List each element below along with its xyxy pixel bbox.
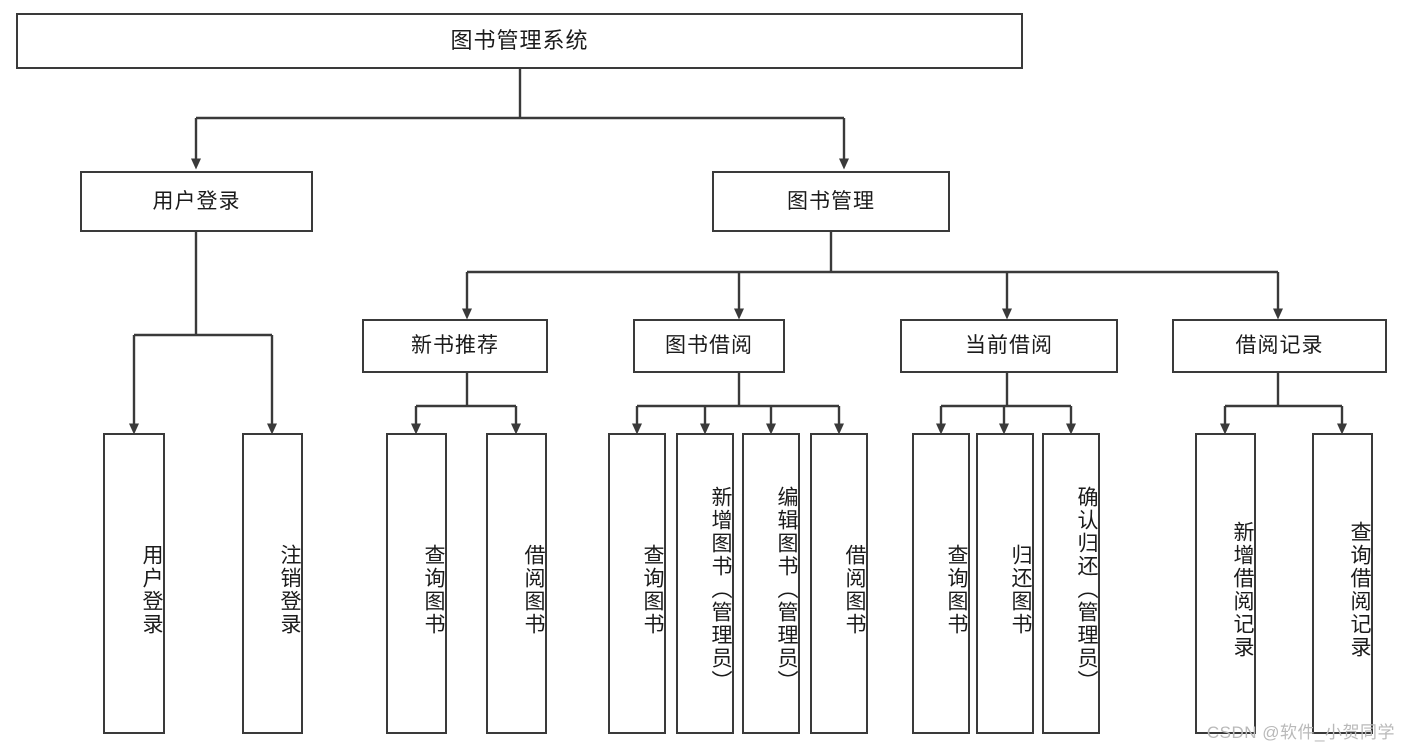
node-user-login[interactable]: 用户登录 bbox=[80, 171, 313, 232]
node-current-borrow[interactable]: 当前借阅 bbox=[900, 319, 1118, 373]
node-label: 图书借阅 bbox=[665, 334, 753, 358]
leaf-new-book-borrow[interactable]: 借阅图书 bbox=[486, 433, 547, 734]
leaf-borrow-query-book[interactable]: 查询图书 bbox=[608, 433, 666, 734]
node-label: 确认归还（管理员） bbox=[1075, 486, 1098, 693]
leaf-user-login[interactable]: 用户登录 bbox=[103, 433, 165, 734]
node-label: 图书管理 bbox=[787, 189, 875, 213]
node-label: 借阅图书 bbox=[843, 543, 866, 636]
node-label: 查询图书 bbox=[641, 543, 664, 636]
node-new-book-recommend[interactable]: 新书推荐 bbox=[362, 319, 548, 373]
leaf-current-query-book[interactable]: 查询图书 bbox=[912, 433, 970, 734]
leaf-current-return-book[interactable]: 归还图书 bbox=[976, 433, 1034, 734]
node-label: 新书推荐 bbox=[411, 334, 499, 358]
leaf-record-query[interactable]: 查询借阅记录 bbox=[1312, 433, 1373, 734]
node-label: 借阅记录 bbox=[1235, 334, 1324, 358]
node-label: 注销登录 bbox=[278, 543, 301, 636]
leaf-current-confirm-return[interactable]: 确认归还（管理员） bbox=[1042, 433, 1100, 734]
csdn-watermark: CSDN @软件_小贺同学 bbox=[1206, 723, 1395, 742]
leaf-record-add[interactable]: 新增借阅记录 bbox=[1195, 433, 1256, 734]
node-book-borrow[interactable]: 图书借阅 bbox=[633, 319, 785, 373]
node-label: 用户登录 bbox=[152, 189, 241, 213]
node-label: 查询图书 bbox=[945, 543, 968, 636]
node-label: 新增借阅记录 bbox=[1231, 520, 1254, 659]
node-label: 查询借阅记录 bbox=[1348, 520, 1371, 659]
leaf-borrow-add-book[interactable]: 新增图书（管理员） bbox=[676, 433, 734, 734]
node-borrow-record[interactable]: 借阅记录 bbox=[1172, 319, 1387, 373]
node-label: 用户登录 bbox=[140, 543, 163, 636]
leaf-new-book-query[interactable]: 查询图书 bbox=[386, 433, 447, 734]
node-label: 新增图书（管理员） bbox=[709, 486, 732, 693]
leaf-borrow-lend-book[interactable]: 借阅图书 bbox=[810, 433, 868, 734]
leaf-logout[interactable]: 注销登录 bbox=[242, 433, 303, 734]
node-label: 借阅图书 bbox=[522, 543, 545, 636]
node-label: 图书管理系统 bbox=[450, 27, 589, 53]
node-root-system[interactable]: 图书管理系统 bbox=[16, 13, 1023, 69]
leaf-borrow-edit-book[interactable]: 编辑图书（管理员） bbox=[742, 433, 800, 734]
node-label: 编辑图书（管理员） bbox=[775, 486, 798, 693]
node-label: 归还图书 bbox=[1009, 543, 1032, 636]
node-label: 当前借阅 bbox=[965, 334, 1053, 358]
node-label: 查询图书 bbox=[422, 543, 445, 636]
node-book-manage[interactable]: 图书管理 bbox=[712, 171, 950, 232]
